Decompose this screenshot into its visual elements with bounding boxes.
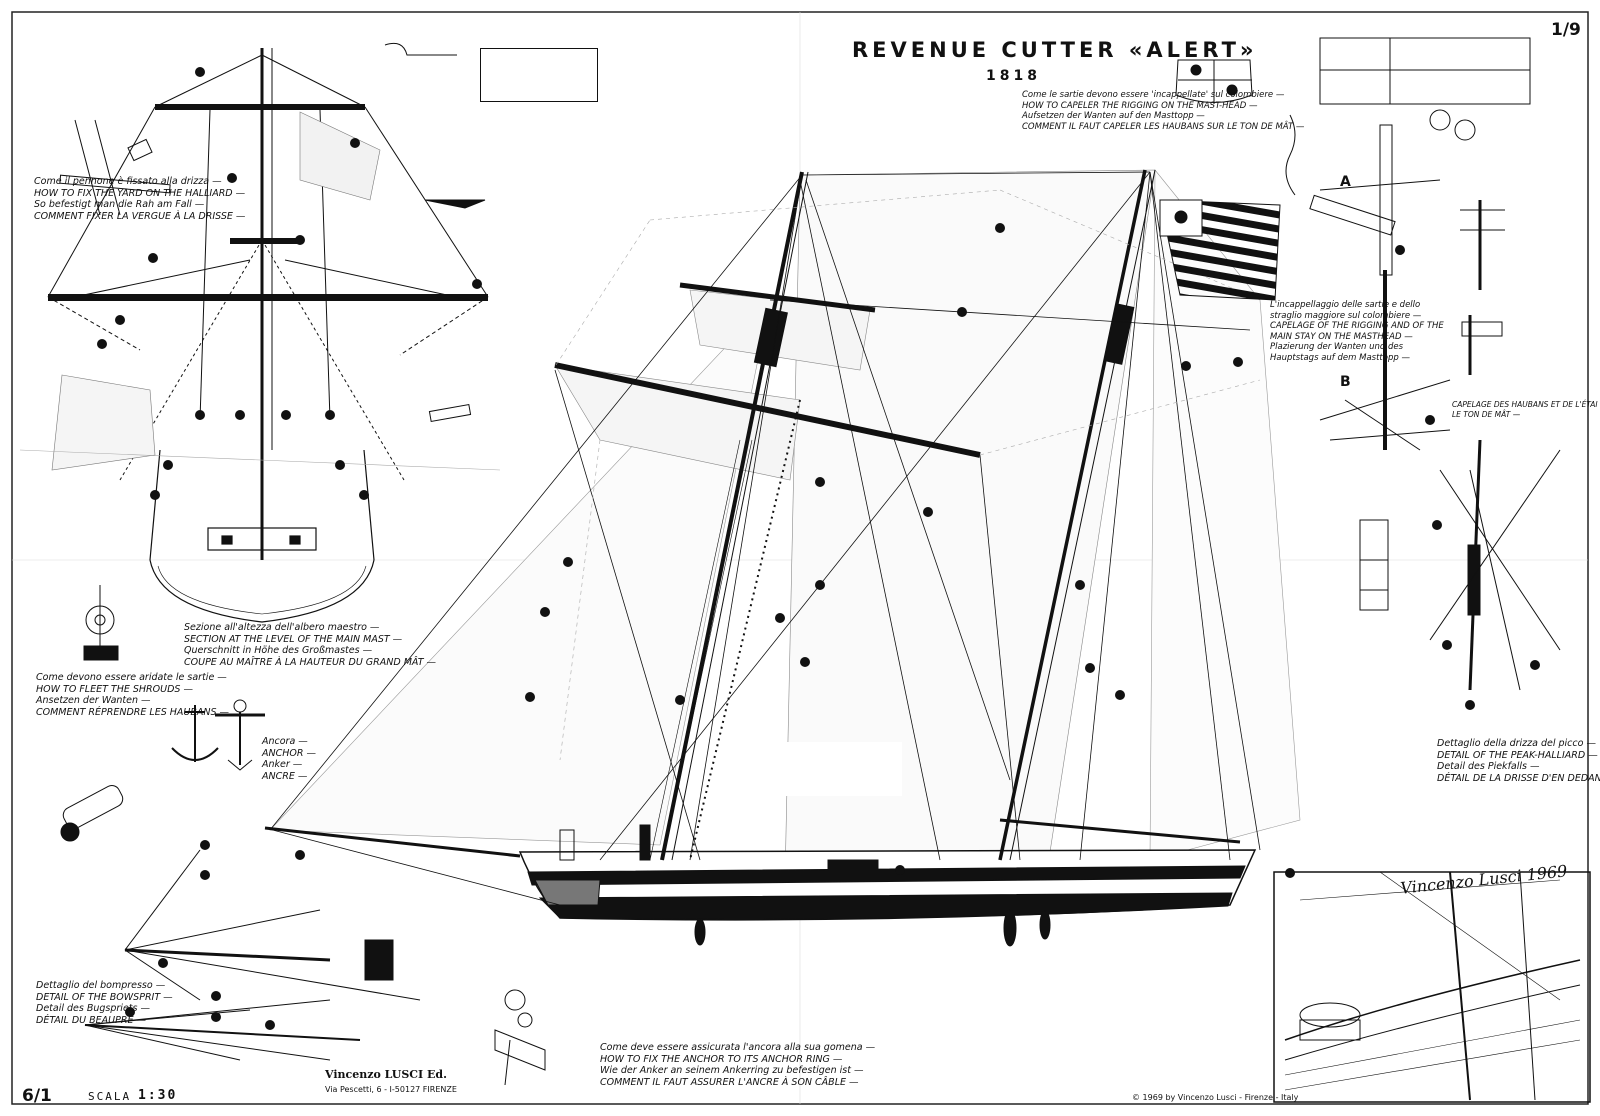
crosstrees [230, 238, 300, 244]
scale-value: 1:30 [138, 1088, 178, 1103]
course-sail [554, 364, 801, 481]
note-anchor-ring: Come deve essere assicurata l'ancora all… [600, 1042, 876, 1088]
bowsprit-detail [84, 849, 421, 1061]
jib [269, 299, 771, 846]
note-shrouds: Come devono essere aridate le sartie — H… [36, 672, 230, 718]
anchor-ring-detail [494, 989, 546, 1086]
publisher-address: Via Pescetti, 6 - I-50127 FIRENZE [325, 1085, 457, 1094]
scale-label: SCALA [88, 1090, 132, 1103]
note-peak-halliard: Dettaglio della drizza del picco — DETAI… [1437, 738, 1600, 784]
masthead-details [1285, 109, 1561, 691]
note-section: Sezione all'altezza dell'albero maestro … [184, 622, 437, 668]
coat-of-arms [1175, 59, 1253, 104]
plan-title: REVENUE CUTTER «ALERT» [852, 38, 1258, 62]
note-anchor: Ancora — ANCHOR — Anker — ANCRE — [262, 736, 316, 782]
detail-label-b: B [1340, 374, 1351, 390]
front-view-mast [47, 48, 489, 481]
note-capelage: Come le sartie devono essere 'incappella… [1022, 90, 1305, 132]
sheet-number-left: 6/1 [22, 1086, 52, 1106]
text-block-center [778, 742, 902, 796]
note-bowsprit: Dettaglio del bompresso — DETAIL OF THE … [36, 980, 173, 1026]
ship-profile [264, 169, 1301, 947]
text-block-top [480, 48, 598, 102]
bow-hatching [534, 879, 601, 906]
lower-yard [48, 294, 488, 301]
topsail-yard [155, 104, 365, 110]
info-boxes [1319, 37, 1531, 105]
hull-cross-section [19, 440, 501, 623]
small-details-left [59, 42, 486, 842]
copyright-line: © 1969 by Vincenzo Lusci - Firenze - Ita… [1132, 1093, 1299, 1102]
callout-markers [97, 67, 1540, 1030]
perspective-view [1273, 871, 1591, 1103]
sheet-number-right: 1/9 [1551, 20, 1581, 40]
plan-year: 1818 [986, 68, 1041, 84]
note-halliard: Come il pennone è fissato alla drizza — … [34, 176, 246, 222]
text-block-upper [545, 168, 665, 218]
publisher-name: Vincenzo LUSCI Ed. [325, 1068, 447, 1081]
note-capelage-fr: CAPELAGE DES HAUBANS ET DE L'ÉTAI SUR LE… [1452, 400, 1600, 419]
note-main-stay: L'incappellaggio delle sartie e dello st… [1270, 300, 1444, 363]
detail-label-a: A [1340, 174, 1351, 190]
